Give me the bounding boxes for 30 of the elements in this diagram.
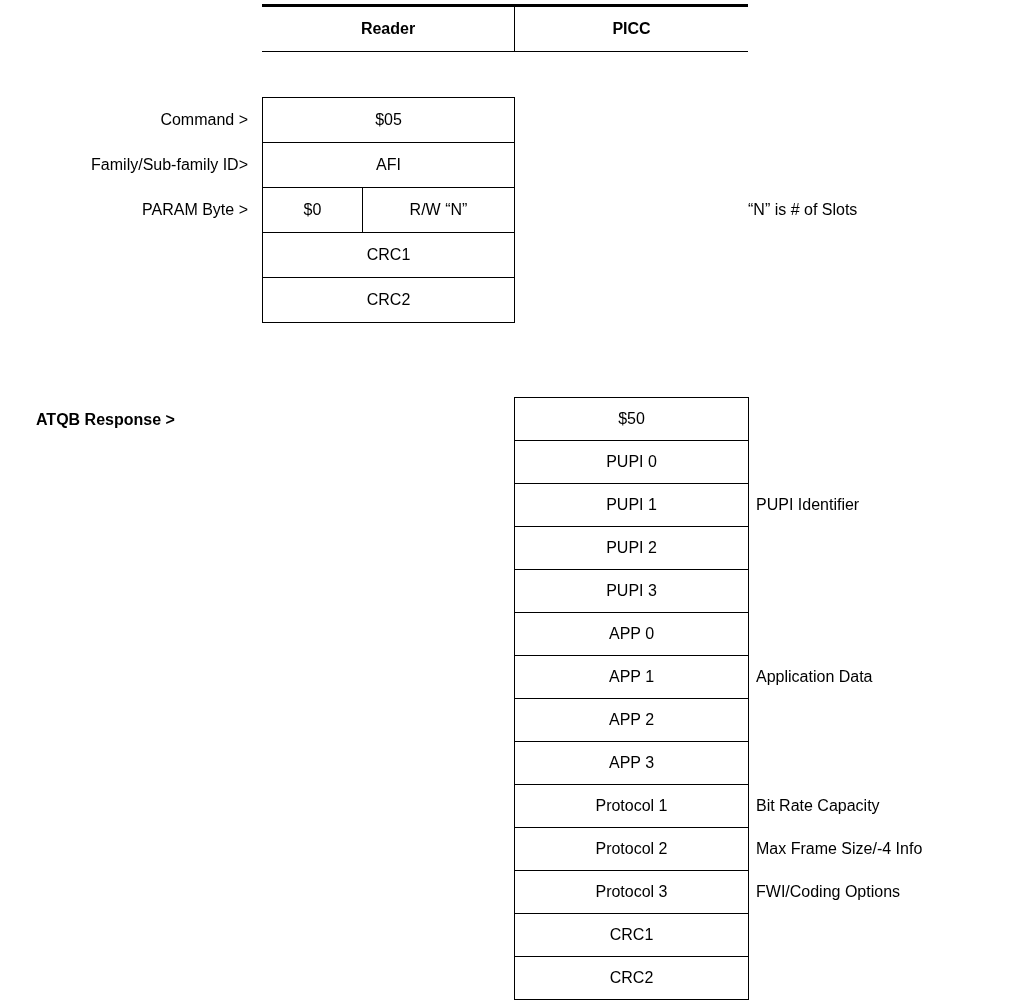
column-header: Reader [262, 4, 514, 52]
row-label: PARAM Byte > [142, 200, 248, 220]
table-cell: $05 [262, 97, 515, 143]
field-description: FWI/Coding Options [756, 882, 901, 902]
table-cell: Protocol 1 [514, 784, 749, 828]
table-cell: CRC2 [262, 277, 515, 323]
field-description: PUPI Identifier [756, 495, 860, 515]
table-cell: PUPI 0 [514, 440, 749, 484]
table-cell: PUPI 2 [514, 526, 749, 570]
column-header: PICC [514, 4, 748, 52]
table-cell: APP 2 [514, 698, 749, 742]
field-description: Max Frame Size/-4 Info [756, 839, 923, 859]
table-cell: Protocol 3 [514, 870, 749, 914]
table-cell: APP 3 [514, 741, 749, 785]
row-label: Family/Sub-family ID> [91, 155, 248, 175]
field-description: Bit Rate Capacity [756, 796, 880, 816]
table-cell: CRC1 [514, 913, 749, 957]
table-cell: APP 1 [514, 655, 749, 699]
table-cell: AFI [262, 142, 515, 188]
table-cell: PUPI 3 [514, 569, 749, 613]
table-cell: CRC1 [262, 232, 515, 278]
table-cell: APP 0 [514, 612, 749, 656]
row-label: Command > [160, 110, 248, 130]
response-label: ATQB Response > [36, 410, 175, 430]
note-text: “N” is # of Slots [748, 200, 858, 220]
table-cell: CRC2 [514, 956, 749, 1000]
table-cell: PUPI 1 [514, 483, 749, 527]
table-cell: Protocol 2 [514, 827, 749, 871]
table-cell: $50 [514, 397, 749, 441]
field-description: Application Data [756, 667, 873, 687]
